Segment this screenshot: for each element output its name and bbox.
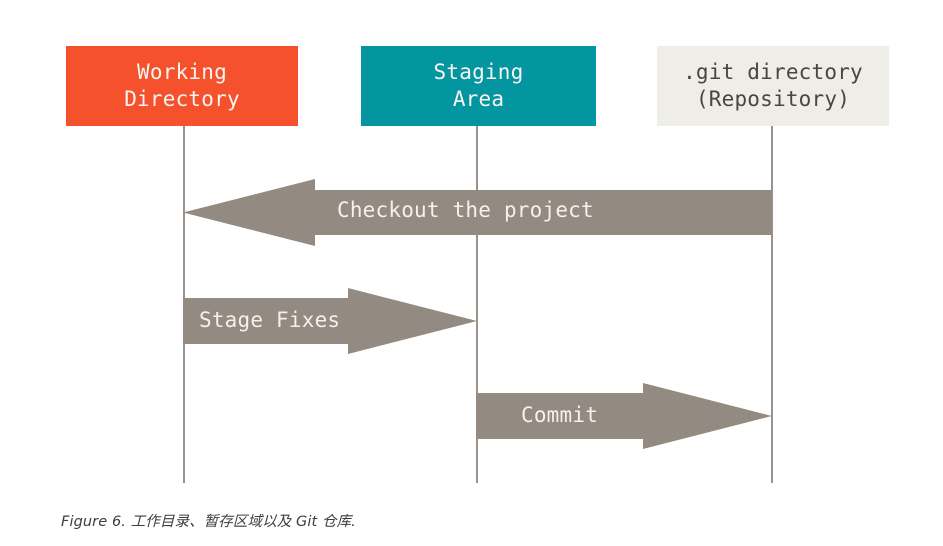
node-working-directory-label: Working Directory (124, 59, 240, 111)
arrow-checkout-label: Checkout the project (337, 198, 594, 222)
right-arrow-icon (183, 288, 477, 354)
node-git-directory: .git directory (Repository) (657, 46, 889, 126)
arrow-stage-fixes-label: Stage Fixes (199, 308, 341, 332)
node-working-directory: Working Directory (66, 46, 298, 126)
lifeline-staging-area (476, 126, 478, 483)
node-staging-area-label: Staging Area (433, 59, 524, 111)
arrow-checkout-the-project (183, 179, 772, 246)
right-arrow-icon (476, 383, 772, 449)
arrow-commit (476, 383, 772, 449)
left-arrow-icon (183, 179, 772, 246)
node-git-directory-label: .git directory (Repository) (683, 59, 863, 111)
figure-caption: Figure 6. 工作目录、暂存区域以及 Git 仓库. (61, 514, 356, 530)
lifeline-git-directory (771, 126, 773, 483)
node-staging-area: Staging Area (361, 46, 596, 126)
arrow-stage-fixes (183, 288, 477, 354)
arrow-commit-label: Commit (521, 403, 599, 427)
